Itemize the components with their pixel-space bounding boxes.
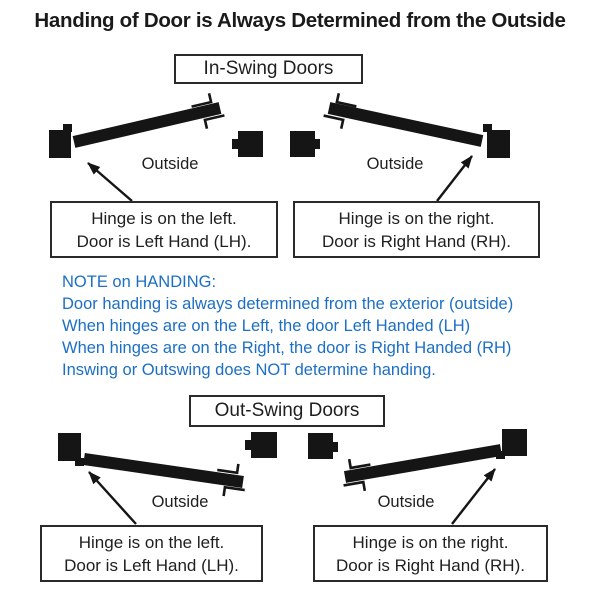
in-swing-section-label: In-Swing Doors: [203, 58, 334, 79]
caption-line: Hinge is on the right.: [338, 208, 495, 228]
hinge-knuckle-icon: [496, 451, 505, 459]
hinge-jamb-icon: [58, 433, 81, 461]
note-line: Inswing or Outswing does NOT determine h…: [62, 361, 436, 379]
caption-line: Door is Left Hand (LH).: [76, 231, 252, 251]
caption-line: Door is Left Hand (LH).: [64, 555, 239, 575]
outside-label-outswing-left: Outside: [151, 493, 209, 511]
hinge-pointer-arrow: [87, 162, 133, 202]
outside-label-inswing-right: Outside: [366, 155, 424, 173]
door-handle-icon: [323, 93, 357, 129]
strike-notch-icon: [245, 440, 252, 450]
caption-line: Hinge is on the left.: [78, 532, 225, 552]
handing-note: NOTE on HANDING: Door handing is always …: [62, 271, 562, 381]
note-line: Door handing is always determined from t…: [62, 295, 514, 313]
outswing-right-door-diagram: [308, 429, 527, 525]
hinge-pointer-arrow: [88, 471, 137, 525]
caption-line: Hinge is on the left.: [91, 208, 237, 228]
strike-jamb-icon: [251, 432, 277, 458]
hinge-jamb-icon: [502, 429, 527, 456]
door-leaf-icon: [327, 102, 484, 147]
hinge-pointer-arrow: [451, 468, 496, 525]
outswing-left-door-diagram: [58, 432, 277, 525]
hinge-knuckle-icon: [483, 124, 492, 132]
strike-notch-icon: [232, 139, 239, 149]
caption-line: Hinge is on the right.: [352, 532, 509, 552]
page-title: Handing of Door is Always Determined fro…: [34, 9, 566, 32]
out-swing-section-label: Out-Swing Doors: [214, 400, 360, 421]
note-heading: NOTE on HANDING:: [62, 273, 217, 291]
hinge-jamb-icon: [487, 130, 510, 158]
inswing-right-door-diagram: [290, 93, 510, 202]
caption-line: Door is Right Hand (RH).: [336, 555, 525, 575]
caption-box-inswing-right: Hinge is on the right. Door is Right Han…: [293, 201, 540, 258]
hinge-pointer-arrow: [436, 155, 473, 202]
out-swing-section-box: Out-Swing Doors: [189, 395, 385, 427]
strike-notch-icon: [331, 442, 338, 452]
note-line: When hinges are on the Right, the door i…: [62, 339, 512, 357]
door-leaf-icon: [72, 102, 222, 148]
caption-box-outswing-left: Hinge is on the left. Door is Left Hand …: [40, 525, 263, 582]
hinge-jamb-icon: [49, 130, 71, 158]
strike-jamb-icon: [290, 131, 315, 157]
door-handle-icon: [191, 93, 225, 129]
caption-box-outswing-right: Hinge is on the right. Door is Right Han…: [313, 525, 548, 582]
note-line: When hinges are on the Left, the door Le…: [62, 317, 471, 335]
hinge-knuckle-icon: [75, 458, 84, 466]
in-swing-section-box: In-Swing Doors: [174, 54, 363, 84]
outside-label-outswing-right: Outside: [377, 493, 435, 511]
door-leaf-icon: [343, 444, 503, 483]
caption-line: Door is Right Hand (RH).: [322, 231, 511, 251]
outside-label-inswing-left: Outside: [141, 155, 199, 173]
door-handle-icon: [343, 458, 371, 492]
strike-notch-icon: [313, 139, 320, 149]
strike-jamb-icon: [308, 433, 333, 459]
door-leaf-icon: [83, 453, 244, 488]
strike-jamb-icon: [238, 131, 263, 157]
caption-box-inswing-left: Hinge is on the left. Door is Left Hand …: [50, 201, 278, 258]
hinge-knuckle-icon: [63, 124, 72, 132]
door-handle-icon: [217, 463, 245, 497]
inswing-left-door-diagram: [49, 93, 263, 202]
